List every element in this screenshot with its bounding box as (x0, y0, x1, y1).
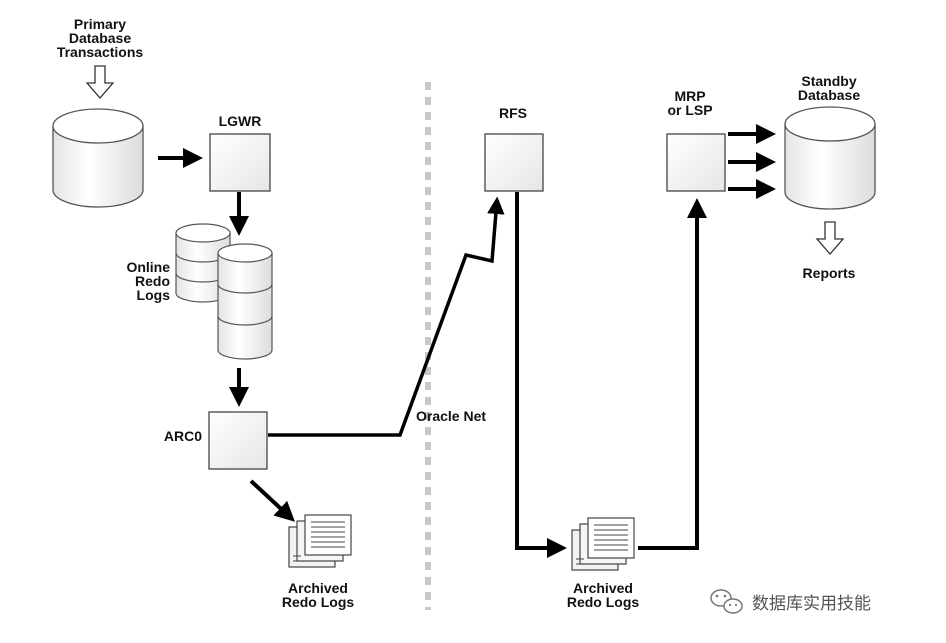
archived-redo-logs-label-line1: Archived (288, 580, 348, 596)
standby-database-label-line2: Database (798, 87, 860, 103)
rfs-label: RFS (499, 105, 527, 121)
reports-hollow-arrow-icon (815, 221, 845, 255)
oracle-net-label: Oracle Net (416, 408, 486, 424)
lgwr-process-box (209, 133, 271, 192)
online-redo-logs-label-line2: Redo (135, 273, 170, 289)
online-redo-log-stack-front (217, 243, 273, 360)
hollow-down-arrow-icon (85, 65, 115, 99)
oracle-net-link (268, 196, 505, 437)
watermark-text: 数据库实用技能 (752, 594, 871, 614)
online-redo-logs-label-line3: Logs (137, 287, 171, 303)
primary-database-cylinder (52, 108, 144, 208)
online-redo-logs-label-line1: Online (126, 259, 170, 275)
standby-archived-redo-logs-icon (571, 517, 635, 571)
primary-transactions-label-line2: Database (69, 30, 131, 46)
mrp-process-box (666, 133, 726, 192)
archived-redo-logs-label-line2: Redo Logs (282, 594, 355, 610)
standby-archived-redo-logs-label-line1: Archived (573, 580, 633, 596)
primary-transactions-label-line3: Transactions (57, 44, 144, 60)
rfs-process-box (484, 133, 544, 192)
wechat-icon (710, 589, 743, 614)
standby-database-cylinder (784, 106, 876, 210)
archived-redo-logs-icon (288, 514, 352, 568)
arrow-rfs-to-standby-archived-logs (515, 192, 567, 558)
standby-database-label-line1: Standby (801, 73, 856, 89)
reports-label: Reports (803, 265, 856, 281)
arc0-process-box (208, 411, 268, 470)
arc0-label: ARC0 (164, 428, 202, 444)
mrp-label-line2: or LSP (667, 102, 712, 118)
lgwr-label: LGWR (219, 113, 262, 129)
standby-archived-redo-logs-label-line2: Redo Logs (567, 594, 640, 610)
primary-transactions-label-line1: Primary (74, 16, 126, 32)
mrp-label-line1: MRP (674, 88, 705, 104)
arrow-archived-logs-to-mrp (638, 198, 707, 550)
arrow-arc0-to-archived-logs (249, 479, 295, 522)
